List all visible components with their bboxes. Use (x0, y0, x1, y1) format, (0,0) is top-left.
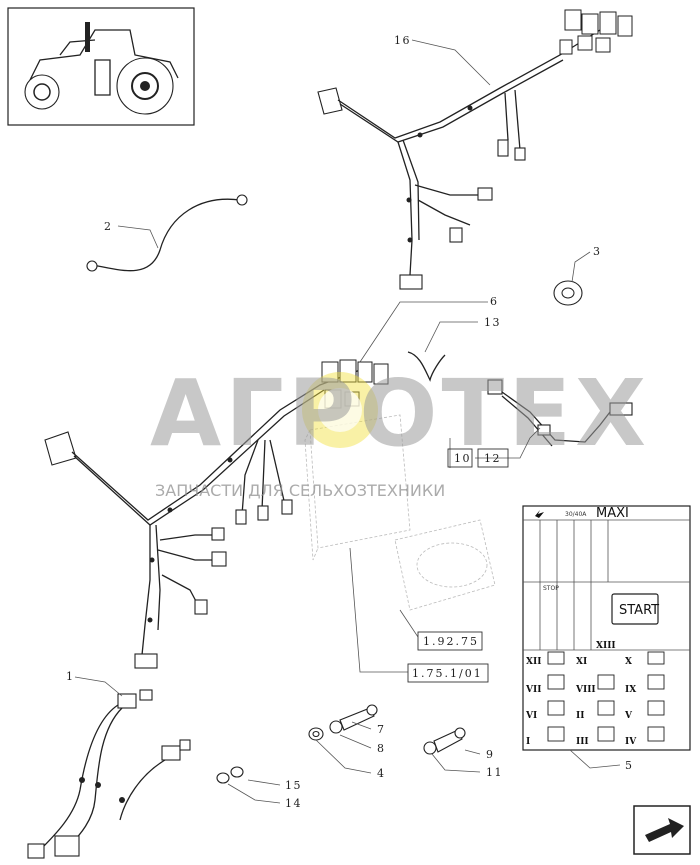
relay-v: V (624, 711, 633, 721)
relay-iii: III (576, 737, 589, 747)
callout-11: 11 (486, 766, 503, 779)
relay-xi: XI (576, 657, 587, 667)
wiring-harness-12 (487, 379, 633, 447)
callout-13: 13 (484, 316, 501, 329)
relay-vi: VI (525, 711, 537, 721)
callout-box-12 (477, 448, 509, 468)
callout-5: 5 (625, 759, 634, 772)
gear-logo-icon (302, 372, 378, 448)
leader-lines (74, 39, 621, 804)
callout-9: 9 (486, 748, 495, 761)
callout-8: 8 (377, 742, 386, 755)
relay-ii: II (576, 711, 584, 721)
relay-x: X (625, 657, 632, 667)
grommet-3 (553, 280, 583, 306)
callout-7: 7 (377, 723, 386, 736)
callout-4: 4 (377, 767, 386, 780)
callout-6: 6 (490, 295, 499, 308)
watermark: АГРОТЕХ ЗАПЧАСТИ ДЛЯ СЕЛЬХОЗТЕХНИКИ (150, 360, 650, 500)
relay-ix: IX (625, 685, 636, 695)
reference-link-1-92-75[interactable]: 1.92.75 (417, 631, 483, 651)
callout-box-10 (447, 448, 473, 468)
callout-16: 16 (394, 34, 411, 47)
relay-viii: VIII (575, 685, 596, 695)
relay-iv: IV (625, 737, 637, 747)
next-page-arrow-icon[interactable] (633, 805, 691, 855)
clip-13 (407, 351, 446, 382)
reference-label: 1.92.75 (423, 635, 479, 648)
callout-3: 3 (593, 245, 602, 258)
callout-1: 1 (66, 670, 75, 683)
tractor-thumbnail-icon[interactable] (7, 7, 195, 126)
fuse-sub-label: 30/40A (565, 511, 587, 518)
battery-cable-2 (86, 194, 248, 272)
relay-xiii: XIII (596, 641, 616, 651)
fasteners (216, 704, 466, 784)
start-relay-label: START (619, 603, 659, 618)
callout-15: 15 (285, 779, 302, 792)
callout-12: 12 (484, 452, 501, 465)
fuse-box-label-5: 30/40A MAXI STOP START XII XI X VII VIII… (522, 505, 691, 751)
reference-link-1-75-1-01[interactable]: 1.75.1/01 (407, 663, 489, 683)
callout-2: 2 (104, 220, 113, 233)
relay-vii: VII (525, 685, 541, 695)
callout-10: 10 (454, 452, 471, 465)
wiring-harness-16 (317, 9, 633, 290)
wiring-harness-1 (27, 689, 191, 859)
control-unit-outline (304, 414, 496, 611)
callout-14: 14 (285, 797, 302, 810)
fuse-header: MAXI (596, 506, 629, 521)
watermark-brand: АГРОТЕХ (150, 360, 650, 467)
callout-labels: 16 2 3 6 13 10 12 1 7 8 4 9 11 15 14 5 (66, 34, 634, 810)
reference-label: 1.75.1/01 (412, 667, 483, 680)
watermark-tagline: ЗАПЧАСТИ ДЛЯ СЕЛЬХОЗТЕХНИКИ (155, 481, 445, 500)
fuse-stop-tag: STOP (543, 585, 559, 592)
relay-xii: XII (526, 657, 541, 667)
relay-i: I (526, 737, 530, 747)
